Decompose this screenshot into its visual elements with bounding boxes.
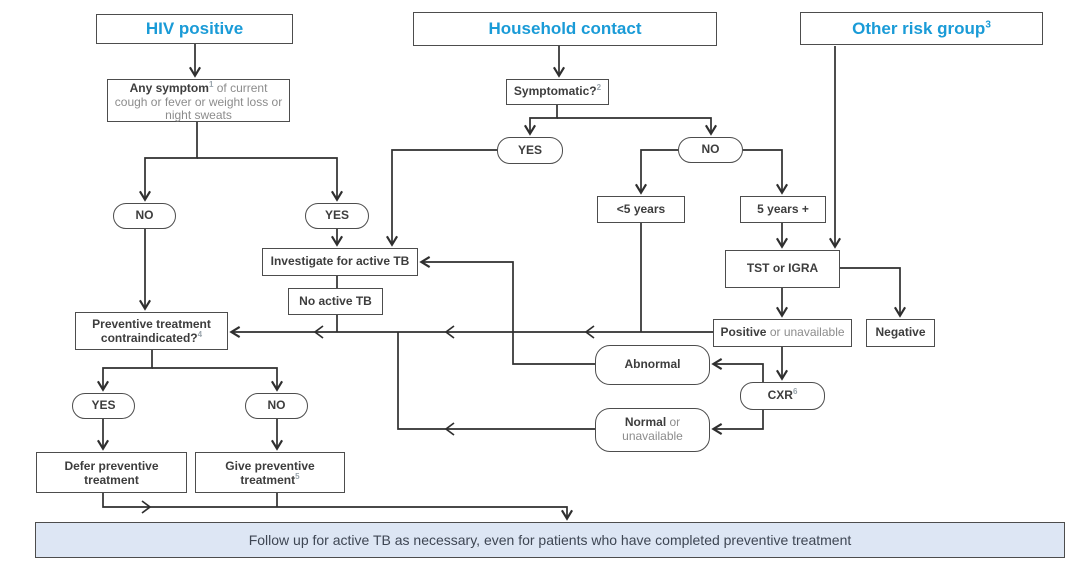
node-negative: Negative	[866, 319, 935, 347]
node-any-symptom-bold: Any symptom	[129, 81, 209, 95]
node-any-symptom-footnote: 1	[208, 80, 214, 89]
node-any-symptom-rest: of current cough or fever or weight loss…	[114, 81, 283, 122]
node-contraindicated-text: contraindicated?	[100, 330, 198, 345]
node-tst-or-igra-label: TST or IGRA	[746, 261, 819, 276]
node-hiv-no: NO	[113, 203, 176, 229]
node-tst-or-igra: TST or IGRA	[725, 250, 840, 288]
node-household-no: NO	[678, 137, 743, 163]
node-defer-preventive-treatment: Defer preventive treatment	[36, 452, 187, 493]
header-other-risk-group-label: Other risk group3	[852, 18, 991, 38]
node-hiv-no-label: NO	[135, 208, 154, 223]
header-hiv-positive-label: HIV positive	[145, 19, 244, 38]
node-investigate-active-tb: Investigate for active TB	[262, 248, 418, 276]
node-contraindicated-line1: Preventive treatment	[92, 317, 211, 331]
node-under-5-years: <5 years	[597, 196, 685, 223]
node-household-yes-label: YES	[517, 142, 542, 157]
node-contraindicated-yes-label: YES	[91, 398, 116, 413]
followup-bar-label: Follow up for active TB as necessary, ev…	[248, 532, 852, 548]
node-give-line1: Give preventive	[225, 459, 315, 473]
node-under-5-years-label: <5 years	[616, 201, 666, 216]
node-normal-or-unavailable: Normal or unavailable	[595, 408, 710, 452]
node-household-yes: YES	[497, 137, 563, 164]
node-contraindicated-footnote: 4	[197, 329, 203, 339]
node-contraindicated-line2: contraindicated?4	[76, 329, 227, 346]
node-contraindicated-no-label: NO	[267, 398, 286, 413]
node-give-line2-text: treatment	[240, 472, 296, 487]
node-give-preventive-treatment: Give preventive treatment5	[195, 452, 345, 493]
node-hiv-yes: YES	[305, 203, 369, 229]
node-give-footnote: 5	[295, 471, 300, 481]
node-hiv-yes-label: YES	[324, 208, 349, 223]
node-normal-line2: unavailable	[622, 428, 683, 443]
node-contraindicated-yes: YES	[72, 393, 135, 419]
node-5-years-plus-label: 5 years +	[757, 201, 809, 216]
node-household-no-label: NO	[701, 142, 720, 157]
node-positive-bold: Positive	[720, 325, 767, 340]
node-negative-label: Negative	[875, 325, 926, 340]
node-positive-rest: or unavailable	[766, 325, 845, 340]
node-cxr: CXR6	[740, 382, 825, 410]
node-any-symptom: Any symptom1 of current cough or fever o…	[107, 79, 290, 122]
node-5-years-plus: 5 years +	[740, 196, 826, 223]
node-abnormal-label: Abnormal	[624, 357, 681, 372]
header-hiv-positive: HIV positive	[96, 14, 293, 44]
node-symptomatic: Symptomatic?2	[506, 79, 609, 105]
node-cxr-label: CXR6	[767, 387, 798, 403]
node-defer-line1: Defer preventive	[64, 459, 159, 473]
header-household-contact: Household contact	[413, 12, 717, 46]
node-cxr-footnote: 6	[792, 387, 798, 397]
node-contraindicated-no: NO	[245, 393, 308, 419]
node-no-active-tb-label: No active TB	[299, 293, 372, 308]
node-normal-bold: Normal	[624, 415, 667, 429]
header-other-risk-group-text: Other risk group	[852, 18, 986, 38]
node-normal-line1: Normal or	[596, 415, 709, 430]
node-defer-line2: treatment	[84, 472, 139, 487]
node-positive-or-unavailable: Positive or unavailable	[713, 319, 852, 347]
node-abnormal: Abnormal	[595, 345, 710, 385]
header-household-contact-label: Household contact	[488, 19, 642, 38]
node-symptomatic-text: Symptomatic?	[513, 84, 597, 99]
node-preventive-contraindicated: Preventive treatment contraindicated?4	[75, 312, 228, 350]
node-symptomatic-label: Symptomatic?2	[513, 83, 602, 99]
header-other-risk-group-footnote: 3	[985, 18, 991, 30]
header-other-risk-group: Other risk group3	[800, 12, 1043, 45]
node-cxr-text: CXR	[767, 388, 793, 403]
node-symptomatic-footnote: 2	[596, 83, 602, 93]
node-no-active-tb: No active TB	[288, 288, 383, 315]
node-give-line2: treatment5	[196, 471, 344, 488]
node-investigate-active-tb-label: Investigate for active TB	[270, 254, 410, 269]
followup-bar: Follow up for active TB as necessary, ev…	[35, 522, 1065, 558]
node-positive-or-unavailable-label: Positive or unavailable	[720, 326, 844, 340]
node-normal-or: or	[666, 415, 681, 429]
